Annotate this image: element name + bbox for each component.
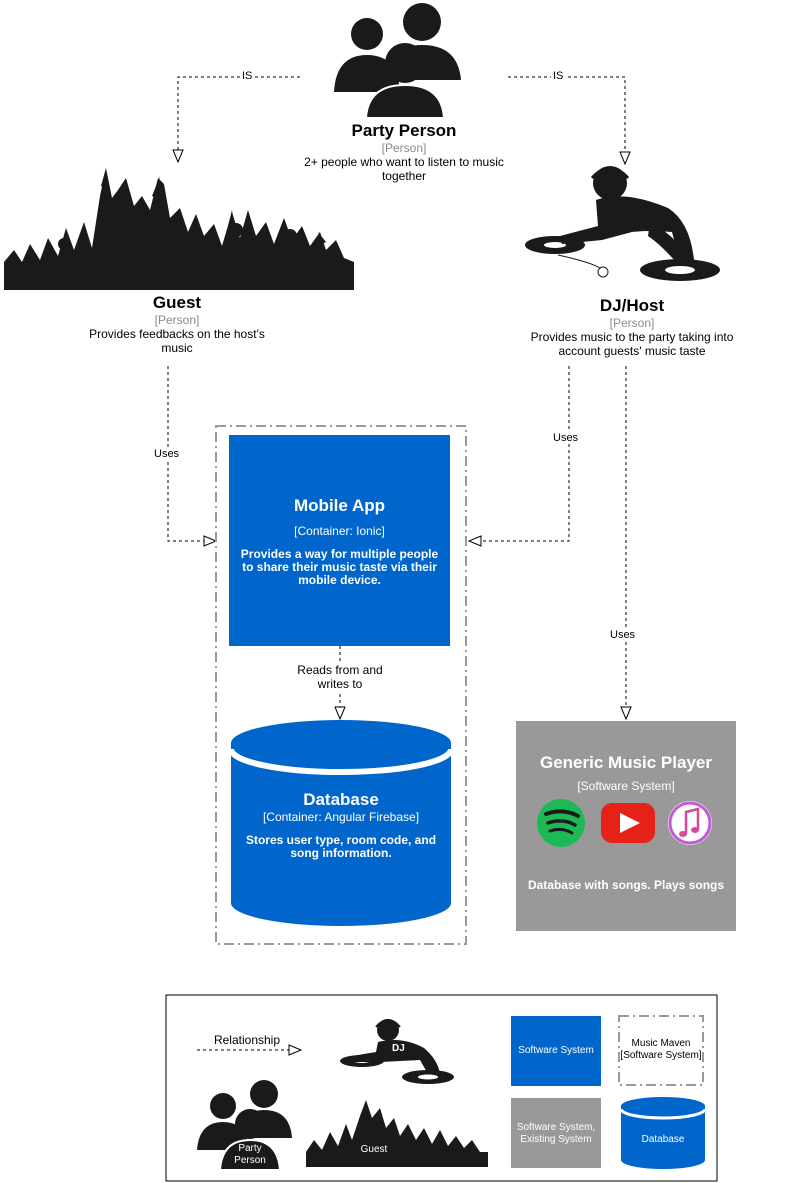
- database-type: [Container: Angular Firebase]: [262, 810, 420, 824]
- legend-software-system-box: [511, 1016, 601, 1086]
- legend-guest-label: Guest: [360, 1144, 388, 1155]
- music-player-title: Generic Music Player: [540, 753, 712, 772]
- guest-node: Guest [Person] Provides feedbacks on the…: [82, 293, 272, 355]
- party-person-icon: [334, 3, 461, 119]
- party-person-description: 2+ people who want to listen to music to…: [304, 155, 504, 183]
- edge-label-is-left: IS: [240, 70, 255, 82]
- party-person-title: Party Person: [351, 121, 457, 140]
- edge-label-guest-uses: Uses: [152, 448, 182, 460]
- legend-software-system-label: Software System: [518, 1045, 594, 1056]
- legend-dj-label: DJ: [392, 1043, 405, 1054]
- legend-party-person-line1: Party: [238, 1143, 262, 1154]
- guest-description: Provides feedbacks on the host's music: [89, 327, 265, 355]
- legend-music-maven-box: [618, 1015, 704, 1086]
- edge-guest-uses-app: [167, 366, 216, 541]
- youtube-icon: [601, 803, 655, 843]
- legend-party-person-icon: [197, 1080, 292, 1171]
- mobile-app-title: Mobile App: [294, 496, 385, 515]
- mobile-app-type: [Container: Ionic]: [294, 524, 385, 538]
- mobile-app-box: [229, 435, 450, 646]
- party-person-type: [Person]: [381, 141, 427, 155]
- dj-icon: [525, 166, 720, 281]
- legend-music-maven-name: Music Maven: [631, 1038, 691, 1049]
- edge-label-dj-uses-app: Uses: [551, 432, 581, 444]
- legend-party-person-label: Party Person: [226, 1143, 274, 1167]
- edge-label-app-db: Reads from and writes to: [293, 663, 387, 691]
- crowd-icon: [4, 168, 354, 290]
- music-player-node: Generic Music Player [Software System]: [516, 753, 736, 793]
- guest-type: [Person]: [154, 313, 200, 327]
- legend-crowd-icon: [306, 1100, 488, 1167]
- edge-is-guest: [178, 76, 300, 162]
- legend-music-maven-type: [Software System]: [620, 1050, 702, 1061]
- edge-is-dj: [508, 76, 625, 164]
- legend-relationship-label: Relationship: [213, 1033, 281, 1047]
- database-cylinder: [228, 720, 454, 926]
- legend-frame: [165, 994, 718, 1182]
- legend-existing-system-label: Software System, Existing System: [516, 1122, 596, 1145]
- edge-label-dj-uses-player: Uses: [608, 629, 638, 641]
- spotify-icon: [537, 799, 585, 847]
- party-person-node: Party Person [Person] 2+ people who want…: [294, 121, 514, 183]
- legend-music-maven: Music Maven [Software System]: [619, 1038, 703, 1062]
- music-player-type: [Software System]: [577, 779, 675, 793]
- mobile-app-description: Provides a way for multiple people to sh…: [240, 547, 439, 587]
- edge-dj-uses-app: [469, 366, 570, 541]
- legend-existing-system-box: [511, 1098, 601, 1168]
- legend-party-person-line2: Person: [234, 1155, 266, 1166]
- itunes-icon: [668, 801, 712, 845]
- mobile-app-node: Mobile App [Container: Ionic] Provides a…: [229, 496, 450, 587]
- dj-host-type: [Person]: [609, 316, 655, 330]
- database-title: Database: [303, 790, 379, 809]
- dj-host-title: DJ/Host: [599, 296, 665, 315]
- dj-host-node: DJ/Host [Person] Provides music to the p…: [522, 296, 742, 358]
- legend-database-label: Database: [641, 1134, 685, 1145]
- database-node: Database [Container: Angular Firebase] S…: [231, 790, 451, 860]
- legend-database-cylinder: [619, 1097, 707, 1169]
- legend-dj-icon: [340, 1019, 454, 1084]
- edge-label-is-right: IS: [551, 70, 566, 82]
- database-description: Stores user type, room code, and song in…: [245, 833, 437, 860]
- system-boundary: [215, 425, 467, 945]
- music-player-description: Database with songs. Plays songs: [527, 878, 725, 892]
- dj-host-description: Provides music to the party taking into …: [530, 330, 734, 358]
- guest-title: Guest: [152, 293, 202, 312]
